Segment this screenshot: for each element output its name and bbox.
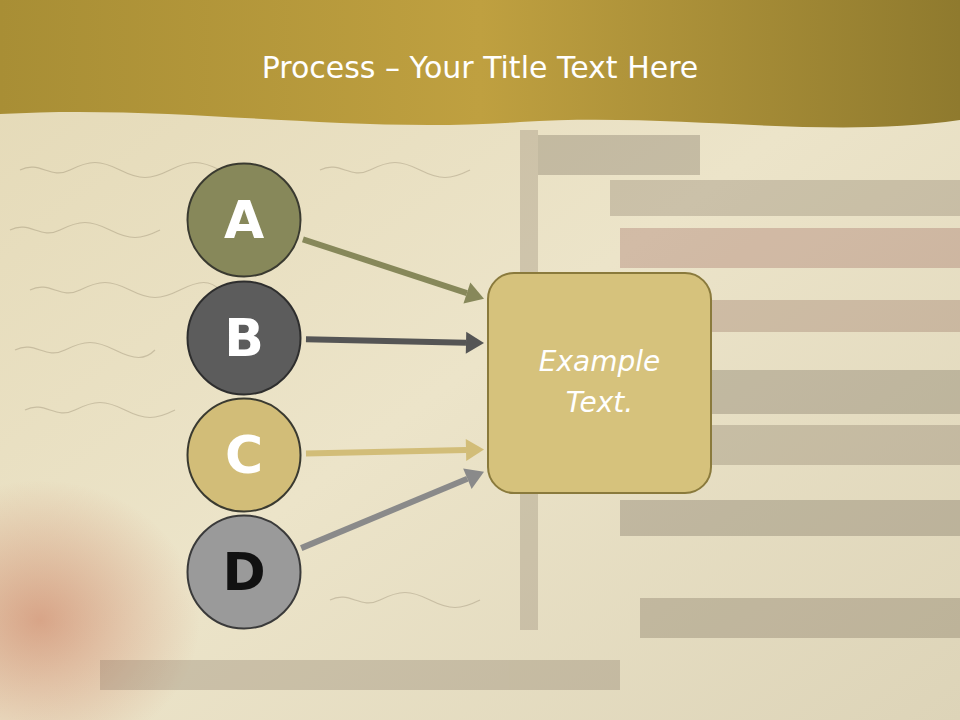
arrow-head: [463, 283, 484, 304]
step-letter: A: [224, 194, 264, 246]
brush-stroke: [700, 370, 960, 414]
brush-stroke: [620, 500, 960, 536]
scribble-line: [25, 403, 175, 418]
scribble-line: [20, 163, 220, 178]
arrow-group: [306, 439, 484, 461]
arrow-line: [306, 339, 466, 342]
step-letter: B: [224, 312, 264, 364]
result-box: Example Text.: [487, 272, 712, 494]
arrow-head: [463, 469, 484, 489]
box-fill: [488, 273, 711, 493]
step-letter: D: [222, 546, 265, 598]
header-band: [0, 0, 960, 127]
step-circle: D: [186, 514, 302, 630]
arrow-group: [303, 239, 484, 303]
step-letter: C: [225, 429, 263, 481]
brush-stroke: [620, 228, 960, 268]
arrow-line: [303, 239, 467, 293]
scribble-line: [320, 163, 470, 178]
brush-stroke: [100, 660, 620, 690]
arrow-group: [306, 332, 484, 354]
arrow-line: [306, 450, 466, 454]
scribble-line: [30, 283, 220, 298]
step-circle: A: [186, 162, 302, 278]
box-text: Example Text.: [525, 342, 675, 423]
circle-fill: [188, 516, 301, 629]
arrow-head: [466, 332, 484, 354]
brush-stroke: [610, 180, 960, 216]
scribble-line: [15, 343, 155, 358]
step-circle: C: [186, 397, 302, 513]
scribble-line: [330, 593, 480, 608]
scribble-line: [10, 223, 160, 238]
shape-outline: [487, 272, 712, 494]
step-circle: B: [186, 280, 302, 396]
circle-fill: [188, 164, 301, 277]
circle-fill: [188, 399, 301, 512]
title-holder: Process – Your Title Text Here: [0, 50, 960, 85]
arrow-group: [301, 469, 484, 549]
arrow-line: [301, 479, 467, 548]
brush-strokes: [100, 130, 960, 690]
circle-fill: [188, 282, 301, 395]
brush-stroke: [520, 135, 700, 175]
brush-stroke: [640, 598, 960, 638]
arrow-head: [466, 439, 484, 461]
slide-title: Process – Your Title Text Here: [262, 50, 699, 85]
